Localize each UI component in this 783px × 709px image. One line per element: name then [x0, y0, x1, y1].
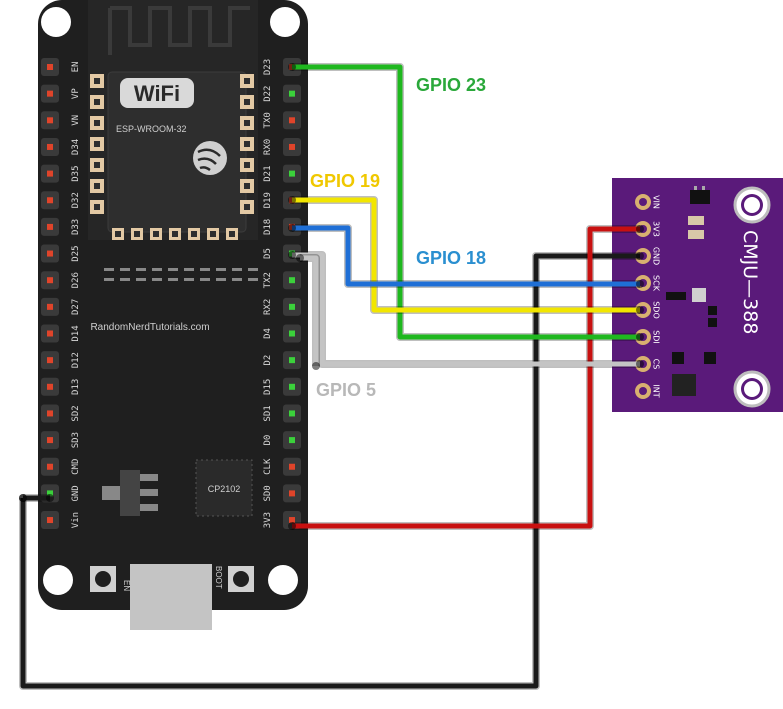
site-label: RandomNerdTutorials.com	[90, 322, 209, 333]
label-gpio19: GPIO 19	[310, 171, 380, 191]
pin-label-d19: D19	[263, 192, 273, 208]
right-pin-header: D23D22TX0RX0D21D19D18D5TX2RX2D4D2D15SD1D…	[263, 58, 301, 530]
pin-label-sd1: SD1	[263, 405, 273, 421]
pin-label-vin: Vin	[71, 512, 81, 528]
wifi-logo-text: WiFi	[134, 81, 180, 106]
pin-label-d21: D21	[263, 165, 273, 181]
usb-connector	[130, 564, 212, 630]
voltage-regulator	[120, 470, 140, 516]
sensor-pin-label-sdo: SDO	[652, 301, 661, 319]
pin-label-d14: D14	[71, 325, 81, 341]
pin-label-d27: D27	[71, 299, 81, 315]
pin-label-sd2: SD2	[71, 405, 81, 421]
pin-label-d32: D32	[71, 192, 81, 208]
wires	[19, 63, 644, 690]
boot-button-label: BOOT	[214, 566, 223, 589]
pin-label-d4: D4	[263, 328, 273, 339]
wire-gpio18	[292, 225, 640, 287]
pin-label-d33: D33	[71, 219, 81, 235]
wire-gnd	[20, 253, 640, 689]
wire-gpio23	[292, 64, 640, 340]
module-name: ESP-WROOM-32	[116, 124, 187, 134]
pin-label-d25: D25	[71, 245, 81, 261]
mount-hole-bottom-right	[268, 565, 298, 595]
pressure-sensor-chip	[692, 288, 706, 302]
pin-label-d12: D12	[71, 352, 81, 368]
left-pin-header: EN VP VN D34D35D32D33D25D26D27D14D12D13SD2S…	[41, 58, 81, 530]
pin-label-d23: D23	[263, 59, 273, 75]
label-gpio18: GPIO 18	[416, 248, 486, 268]
wire-gpio5-inner	[300, 255, 319, 366]
en-button-label: EN	[122, 580, 131, 591]
pin-label-d0: D0	[263, 435, 273, 446]
pin-label-d26: D26	[71, 272, 81, 288]
sensor-pin-label-vin: VIN	[652, 195, 661, 209]
cp2102-chip	[195, 459, 253, 517]
pin-label-sd0: SD0	[263, 485, 273, 501]
pin-label-d2: D2	[263, 355, 273, 366]
pin-label-rx2: RX2	[263, 299, 273, 315]
pin-label-rx0: RX0	[263, 139, 273, 155]
sensor-pin-label-3v3: 3V3	[652, 221, 661, 237]
pin-label-d22: D22	[263, 86, 273, 102]
pin-label-vn: VN	[71, 115, 81, 126]
pin-label-clk: CLK	[263, 458, 273, 475]
sensor-pin-label-gnd: GND	[652, 247, 661, 265]
pin-label-d15: D15	[263, 379, 273, 395]
pin-label-vp: VP	[71, 88, 81, 99]
wire-3v3	[292, 226, 640, 529]
sensor-pin-label-sdi: SDI	[652, 330, 661, 344]
pin-label-tx0: TX0	[263, 112, 273, 128]
label-gpio5: GPIO 5	[316, 380, 376, 400]
pin-label-tx2: TX2	[263, 272, 273, 288]
sensor-name: CMJU—388	[739, 230, 761, 334]
pin-label-d34: D34	[71, 139, 81, 155]
wifi-logo	[120, 78, 194, 108]
mount-hole-top-left	[41, 7, 71, 37]
antenna-trace	[108, 6, 250, 55]
sensor-pin-label-int: INT	[652, 384, 661, 397]
label-gpio23: GPIO 23	[416, 75, 486, 95]
esp32-board: WiFi ESP-WROOM-32 RandomNerdTutorials.co…	[38, 0, 308, 630]
mount-hole-top-right	[270, 7, 300, 37]
board-dashes	[104, 268, 258, 281]
mount-hole-bottom-left	[43, 565, 73, 595]
regulator-chip	[672, 374, 696, 396]
pin-label-gnd: GND	[71, 485, 81, 501]
wire-gpio19	[292, 197, 640, 313]
pin-label-d18: D18	[263, 219, 273, 235]
pin-label-d35: D35	[71, 165, 81, 181]
pin-label-d13: D13	[71, 379, 81, 395]
sensor-pin-label-cs: CS	[652, 359, 661, 370]
module-pads	[90, 74, 254, 240]
wire-gpio5	[292, 252, 640, 367]
chip-label: CP2102	[208, 484, 241, 494]
pin-label-cmd: CMD	[71, 459, 81, 475]
pin-label-sd3: SD3	[71, 432, 81, 448]
pin-label-en: EN	[71, 62, 81, 73]
pin-label-d5: D5	[263, 248, 273, 259]
pin-label-3v3: 3V3	[263, 512, 273, 528]
sensor-pin-label-sck: SCK	[652, 275, 661, 292]
